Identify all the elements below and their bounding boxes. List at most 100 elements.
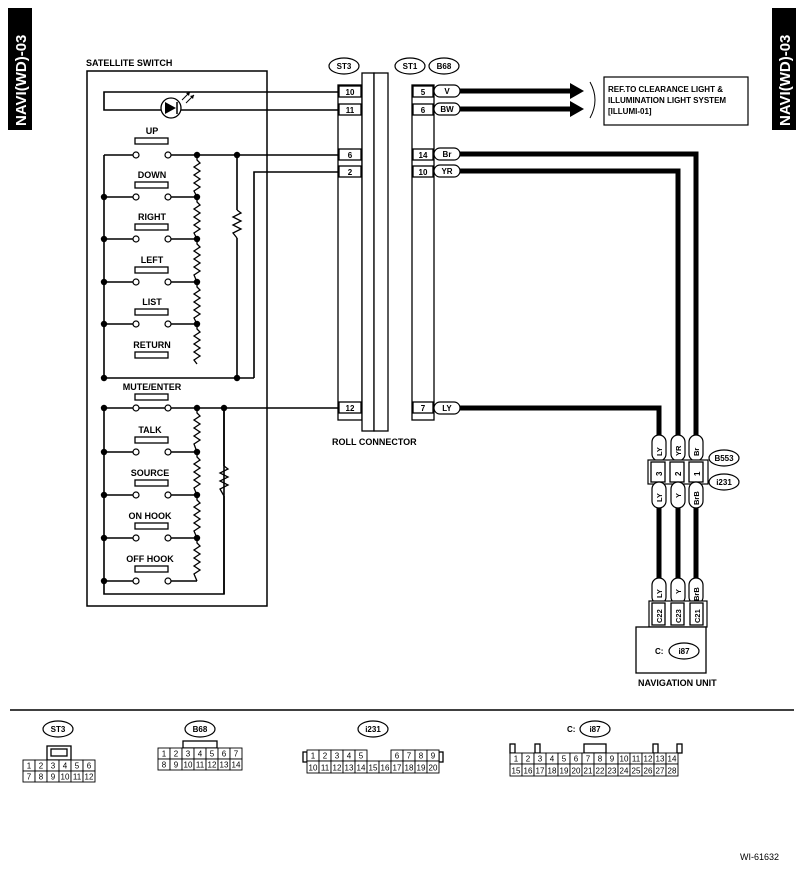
legend-pin-number: 15 [512,767,521,776]
legend-pin-number: 7 [234,750,239,759]
legend-i87-tag [579,720,611,738]
ref-line-1: REF.TO CLEARANCE LIGHT & [608,85,723,94]
legend-pin-number: 5 [359,752,364,761]
b553-pin: 2 [674,471,683,476]
legend-pin-number: 10 [309,764,318,773]
legend-pin-number: 12 [208,761,217,770]
wire-color-tags: V BW Br YR LY [433,84,461,415]
legend-pin-number: 13 [656,755,665,764]
wire-color-tag: BW [440,105,454,114]
switch-label-return: RETURN [133,340,171,350]
legend-pin-number: 1 [514,755,519,764]
legend-pin-number: 11 [196,761,205,770]
legend-i231-tag [357,720,389,738]
legend-pin-number: 17 [393,764,402,773]
legend-pin-number: 8 [598,755,603,764]
b68-pin: 5 [421,88,426,97]
switch-source[interactable]: SOURCE [104,468,197,499]
st3-pin: 6 [348,151,353,160]
legend-pin-number: 23 [608,767,617,776]
switch-mute-enter[interactable]: MUTE/ENTER [123,382,182,412]
switch-list[interactable]: LIST [104,297,197,328]
ref-box [603,76,749,126]
b68-tag [428,57,460,75]
signal-wire-2 [253,171,338,378]
legend-pin-number: 7 [407,752,412,761]
satellite-switch-title: SATELLITE SWITCH [86,58,172,68]
switch-label-source: SOURCE [131,468,170,478]
switch-on-hook[interactable]: ON HOOK [104,511,197,542]
st3-tag-text: ST3 [337,62,352,71]
legend-pin-number: 12 [85,773,94,782]
switch-group-1: UP DOWN RIGHT LEFT LIST [104,126,197,359]
legend-pin-number: 14 [668,755,677,764]
b553-top-color: Br [692,448,701,456]
legend-pin-number: 7 [586,755,591,764]
legend-pin-number: 10 [620,755,629,764]
legend-pin-number: 6 [574,755,579,764]
legend-pin-number: 8 [419,752,424,761]
legend-pin-number: 12 [644,755,653,764]
b553-tag-text: B553 [714,454,734,463]
legend-pin-number: 4 [550,755,555,764]
legend-i87-tag-text: i87 [589,725,601,734]
b68-pins: 5 6 14 10 7 [412,85,434,414]
legend-pin-number: 14 [357,764,366,773]
switch-left[interactable]: LEFT [104,255,197,286]
side-tag-right: NAVI(WD)-03 [772,8,796,130]
st3-pin: 2 [348,168,353,177]
wire-yr [458,168,681,437]
i87-tag-text: i87 [678,647,690,656]
legend-pin-number: 20 [572,767,581,776]
legend-pin-number: 10 [184,761,193,770]
switch-down[interactable]: DOWN [104,170,197,201]
legend-pin-number: 6 [222,750,227,759]
b68-pin: 6 [421,106,426,115]
switch-up[interactable]: UP [104,126,197,159]
ref-resistor-1 [231,209,243,239]
switch-right[interactable]: RIGHT [104,212,197,243]
legend-pin-number: 3 [51,762,56,771]
legend-pin-number: 11 [321,764,330,773]
legend-pin-number: 27 [656,767,665,776]
legend-pin-number: 20 [429,764,438,773]
wire-color-tag: YR [441,167,452,176]
legend-pin-number: 16 [381,764,390,773]
nav-wire-color: Y [674,589,683,594]
navigation-unit-label: NAVIGATION UNIT [638,678,717,688]
led-icon [160,91,195,119]
nav-pin: C21 [693,609,702,623]
legend-cell [229,758,243,771]
legend-pin-number: 21 [584,767,593,776]
side-tag-left-text: NAVI(WD)-03 [13,35,30,126]
legend-pin-number: 9 [610,755,615,764]
legend-pin-number: 22 [596,767,605,776]
ref-bracket [589,81,596,119]
legend-pin-number: 11 [632,755,641,764]
legend-pin-number: 13 [220,761,229,770]
nav-wire-color: BrB [692,587,701,601]
switch-talk[interactable]: TALK [104,425,197,456]
legend-pin-number: 14 [232,761,241,770]
b68-pin: 14 [419,151,428,160]
legend-pin-number: 1 [311,752,316,761]
i87-tag [668,642,700,660]
legend-pin-number: 2 [174,750,179,759]
i231-tag-text: i231 [716,478,732,487]
junction-dots-2 [100,404,228,585]
b553-top-color: YR [674,445,683,456]
switch-return[interactable]: RETURN [133,340,171,359]
legend-pin-number: 7 [27,773,32,782]
wire-color-tag: LY [442,404,452,413]
legend-pin-number: 19 [417,764,426,773]
switch-off-hook[interactable]: OFF HOOK [104,554,197,585]
legend-pin-number: 5 [75,762,80,771]
navigation-unit: LY Y BrB C22 C23 C21 C: i87 NAVIGATION U… [635,577,717,688]
legend-pin-number: 2 [526,755,531,764]
ref-line-2: ILLUMINATION LIGHT SYSTEM [608,96,726,105]
arrow-v [570,83,584,99]
